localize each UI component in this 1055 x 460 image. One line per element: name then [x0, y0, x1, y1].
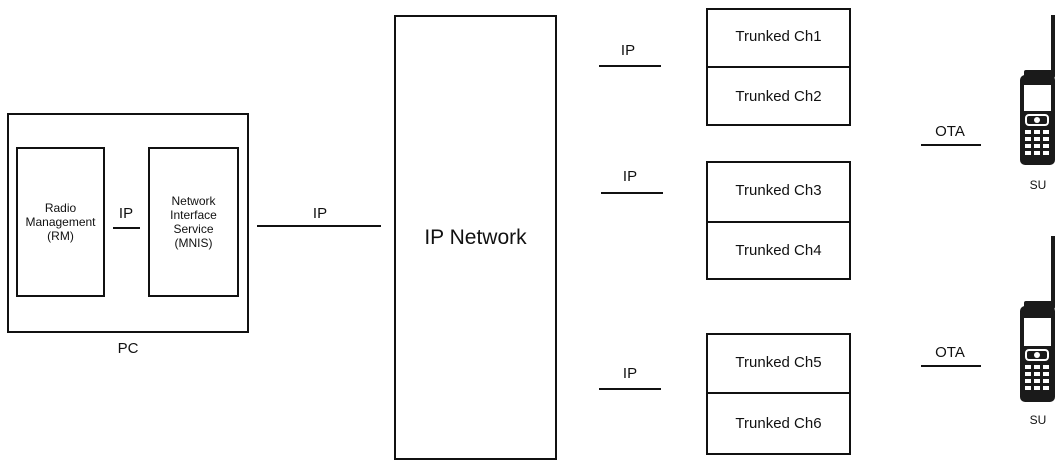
group3-ip-label: IP [622, 365, 638, 382]
ota1-link [921, 144, 981, 146]
group2-link [601, 192, 663, 194]
channel-group-2-divider [706, 221, 851, 223]
mnis-box: Network Interface Service (MNIS) [148, 147, 239, 297]
mnis-label-line3: Service [173, 222, 214, 236]
pc-network-link [257, 225, 381, 227]
trunked-ch1: Trunked Ch1 [735, 28, 822, 45]
ota1-label: OTA [935, 123, 965, 140]
radio-management-box: Radio Management (RM) [16, 147, 105, 297]
channel-group-3-divider [706, 392, 851, 394]
channel-group-2 [706, 161, 851, 280]
rm-mnis-link [113, 227, 140, 229]
trunked-ch5: Trunked Ch5 [735, 353, 822, 371]
channel-group-3 [706, 333, 851, 455]
rm-label-line3: (RM) [47, 229, 74, 243]
rm-label-line2: Management [25, 215, 96, 229]
trunked-ch3: Trunked Ch3 [735, 182, 822, 199]
pc-label: PC [117, 340, 139, 357]
ip-network-box: IP Network [394, 15, 557, 460]
rm-label-line1: Radio [44, 201, 77, 215]
mnis-label-line1: Network [171, 194, 216, 208]
pc-network-ip-label: IP [312, 205, 328, 222]
group2-ip-label: IP [622, 168, 638, 185]
group1-link [599, 65, 661, 67]
ip-network-label: IP Network [424, 225, 527, 249]
su1-label: SU [1029, 178, 1047, 192]
handheld-radio-icon [1018, 236, 1055, 402]
trunked-ch2: Trunked Ch2 [735, 87, 822, 105]
su2-label: SU [1029, 413, 1047, 427]
handheld-radio-icon [1018, 15, 1055, 165]
mnis-label-line4: (MNIS) [174, 236, 213, 250]
mnis-label-line2: Interface [170, 208, 217, 222]
rm-mnis-ip-label: IP [118, 205, 134, 222]
channel-group-1-divider [706, 66, 851, 68]
group3-link [599, 388, 661, 390]
trunked-ch4: Trunked Ch4 [735, 242, 822, 259]
ota2-label: OTA [935, 344, 965, 361]
trunked-ch6: Trunked Ch6 [735, 415, 822, 432]
ota2-link [921, 365, 981, 367]
group1-ip-label: IP [620, 42, 636, 59]
